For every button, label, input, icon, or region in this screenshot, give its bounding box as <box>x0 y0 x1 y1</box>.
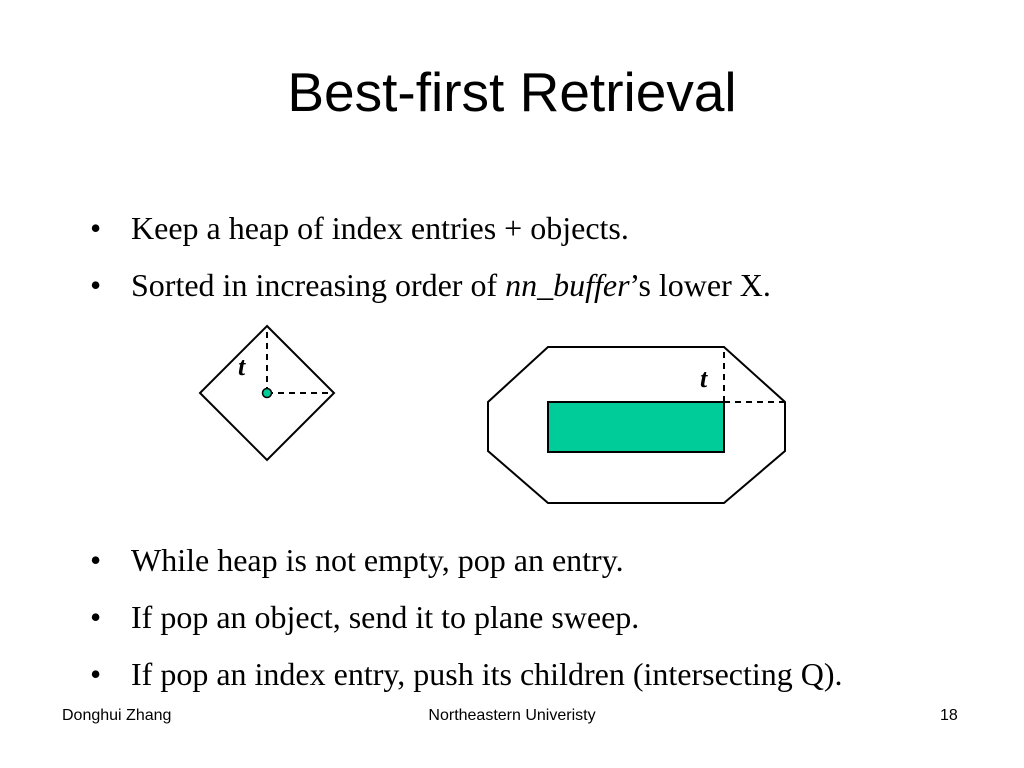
bullet-text-post: ’s lower X. <box>629 267 771 303</box>
bullet-text: If pop an index entry, push its children… <box>131 656 843 692</box>
query-point <box>261 387 273 399</box>
right-t-label: t <box>700 364 708 393</box>
bullet-marker: • <box>90 210 102 246</box>
footer-author: Donghui Zhang <box>62 707 172 724</box>
bullet-item: • Sorted in increasing order of nn_buffe… <box>0 265 771 322</box>
octagon-buffer <box>487 346 786 504</box>
bullet-marker: • <box>90 656 102 692</box>
bullet-text-emphasis: nn_buffer <box>505 267 630 303</box>
bullet-text: If pop an object, send it to plane sweep… <box>131 599 640 635</box>
slide-title: Best-first Retrieval <box>287 61 737 123</box>
bullet-item: • Keep a heap of index entries + objects… <box>0 208 771 265</box>
rect-buffer-diagram: t <box>487 346 786 504</box>
bullet-list-top: • Keep a heap of index entries + objects… <box>0 208 771 322</box>
point-buffer-diagram: t <box>198 324 336 462</box>
bullet-marker: • <box>90 542 102 578</box>
bullet-item: • If pop an object, send it to plane swe… <box>0 597 843 654</box>
bullet-item: • If pop an index entry, push its childr… <box>0 654 843 711</box>
bullet-item: • While heap is not empty, pop an entry. <box>0 540 843 597</box>
bullet-list-bottom: • While heap is not empty, pop an entry.… <box>0 540 843 711</box>
left-t-label: t <box>238 352 246 381</box>
footer-institution: Northeastern Univeristy <box>428 707 596 724</box>
bullet-text: While heap is not empty, pop an entry. <box>131 542 624 578</box>
query-rectangle <box>547 401 725 453</box>
bullet-marker: • <box>90 599 102 635</box>
diamond-buffer <box>198 324 336 462</box>
bullet-text-pre: Sorted in increasing order of <box>131 267 506 303</box>
bullet-text: Keep a heap of index entries + objects. <box>131 210 629 246</box>
bullet-marker: • <box>90 267 102 303</box>
footer-page-number: 18 <box>940 707 958 724</box>
